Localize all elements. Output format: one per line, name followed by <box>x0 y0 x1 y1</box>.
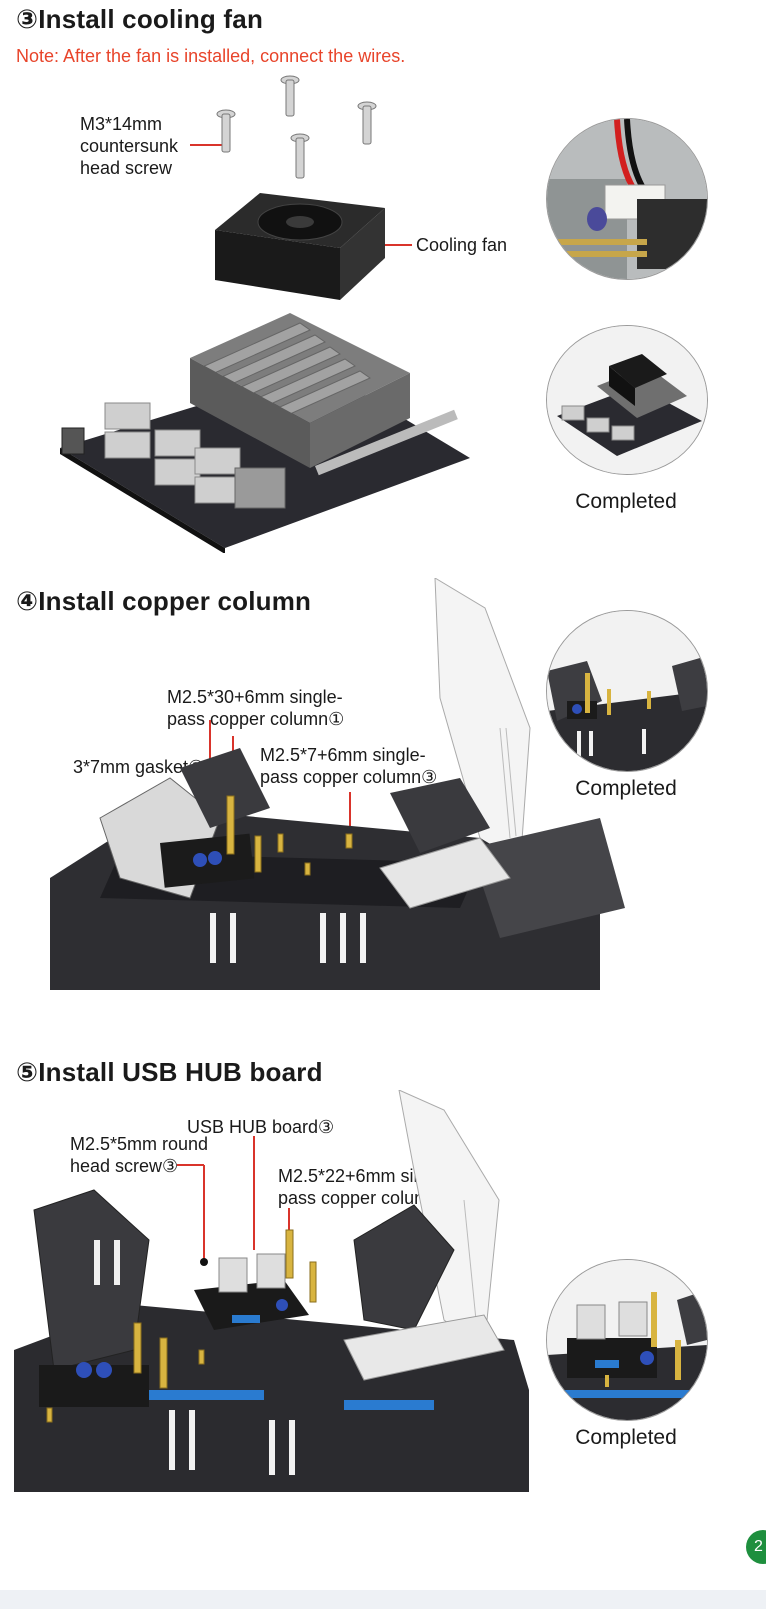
copper-column-22-line2: pass copper column① <box>278 1188 456 1208</box>
round-screw-line2: head screw③ <box>70 1156 179 1176</box>
copper-column-30-line2: pass copper column① <box>167 709 345 729</box>
screw-label-line2: countersunk <box>80 136 179 156</box>
screw-label-line3: head screw <box>80 158 173 178</box>
section-5-completed-caption: Completed <box>575 1426 677 1449</box>
wire-connection-closeup <box>546 118 708 280</box>
usb-hub-completed-image <box>546 1259 708 1421</box>
section-3-note: Note: After the fan is installed, connec… <box>16 46 406 66</box>
copper-column-30-line1: M2.5*30+6mm single- <box>167 687 343 707</box>
screw-label: M3*14mm countersunk head screw <box>80 113 178 179</box>
copper-column-7-line2: pass copper column③ <box>260 767 438 787</box>
copper-column-completed-image <box>546 610 708 772</box>
fan-label: Cooling fan <box>416 235 508 255</box>
round-screw-label: M2.5*5mm round head screw③ <box>70 1133 208 1177</box>
footer-band <box>0 1590 766 1609</box>
round-screw-line1: M2.5*5mm round <box>70 1134 209 1154</box>
copper-column-illustration <box>50 578 625 990</box>
section-3-completed-caption: Completed <box>575 490 677 513</box>
usb-hub-label: USB HUB board③ <box>187 1117 335 1137</box>
section-3-title: ③Install cooling fan <box>16 4 264 34</box>
section-4-completed-caption: Completed <box>575 777 677 800</box>
usb-hub-illustration <box>14 1090 529 1492</box>
copper-column-22-label: M2.5*22+6mm single- pass copper column① <box>278 1165 455 1209</box>
section-4-title: ④Install copper column <box>16 586 312 616</box>
screw-label-line1: M3*14mm <box>80 114 163 134</box>
copper-column-30-label: M2.5*30+6mm single- pass copper column① <box>167 686 344 730</box>
section-5-title: ⑤Install USB HUB board <box>16 1057 323 1087</box>
fan-install-illustration <box>60 75 470 553</box>
fan-completed-image <box>546 325 708 475</box>
page-number-badge: 2 <box>746 1530 766 1564</box>
copper-column-7-line1: M2.5*7+6mm single- <box>260 745 426 765</box>
copper-column-22-line1: M2.5*22+6mm single- <box>278 1166 454 1186</box>
gasket-label: 3*7mm gasket① <box>73 757 205 777</box>
copper-column-7-label: M2.5*7+6mm single- pass copper column③ <box>260 744 437 788</box>
